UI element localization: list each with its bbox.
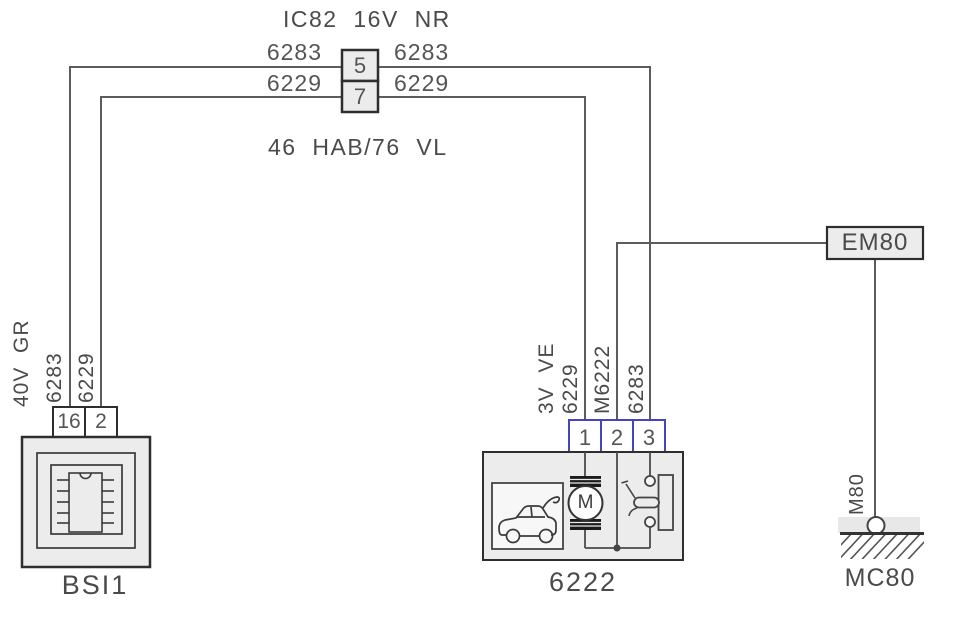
bsi1-pin-16: 16: [57, 410, 81, 433]
ground-symbol: [838, 516, 924, 559]
bsi1-label: BSI1: [61, 570, 129, 600]
harness-title: IC82 16V NR: [283, 6, 451, 32]
unit6222-label: 6222: [548, 567, 618, 597]
em80-box: [825, 225, 925, 261]
wire-m6222: [616, 242, 827, 420]
wire-label-6283-left: 6283: [266, 39, 322, 65]
pin1-box: [568, 419, 602, 453]
wire-label-6229-right: 6229: [394, 70, 450, 96]
bsi1-connector-code: 40V GR: [10, 319, 33, 407]
wire-6229: [100, 96, 586, 420]
unit6222-pin-2: 2: [610, 425, 624, 450]
bsi1-pin-2: 2: [95, 410, 107, 433]
connector-pin-7: 7: [353, 84, 367, 109]
wire-label-6283-right: 6283: [394, 39, 450, 65]
unit6222-wire-6283: 6283: [625, 363, 648, 414]
motor-icon: [567, 476, 604, 530]
bsi1-box: [20, 406, 152, 569]
wire-6283: [69, 66, 651, 420]
unit6222-pin-3: 3: [642, 425, 656, 450]
harness-subtitle: 46 HAB/76 VL: [268, 134, 448, 160]
bsi1-pin16-box: [52, 406, 86, 438]
unit-6222-box: [482, 419, 684, 561]
em80-label: EM80: [841, 229, 909, 256]
bsi1-wire-6283: 6283: [43, 352, 66, 403]
connector-pin-5: 5: [353, 53, 367, 78]
unit6222-pin-1: 1: [578, 425, 592, 450]
bsi1-wire-6229: 6229: [75, 352, 98, 403]
switch-icon: [621, 474, 674, 531]
pin2-box: [600, 419, 634, 453]
motor-letter: M: [577, 492, 594, 513]
wire-label-6229-left: 6229: [266, 70, 322, 96]
ground-wire-m80: M80: [846, 473, 868, 515]
unit6222-wire-6229: 6229: [559, 363, 582, 414]
car-bonnet-icon: [491, 482, 564, 550]
unit6222-wire-m6222: M6222: [591, 344, 614, 414]
connector-ic82: [340, 48, 380, 114]
unit6222-connector-code: 3V VE: [535, 342, 558, 414]
junction-dot: [613, 544, 621, 552]
ground-label-mc80: MC80: [844, 564, 916, 592]
chip-icon: [57, 472, 114, 533]
